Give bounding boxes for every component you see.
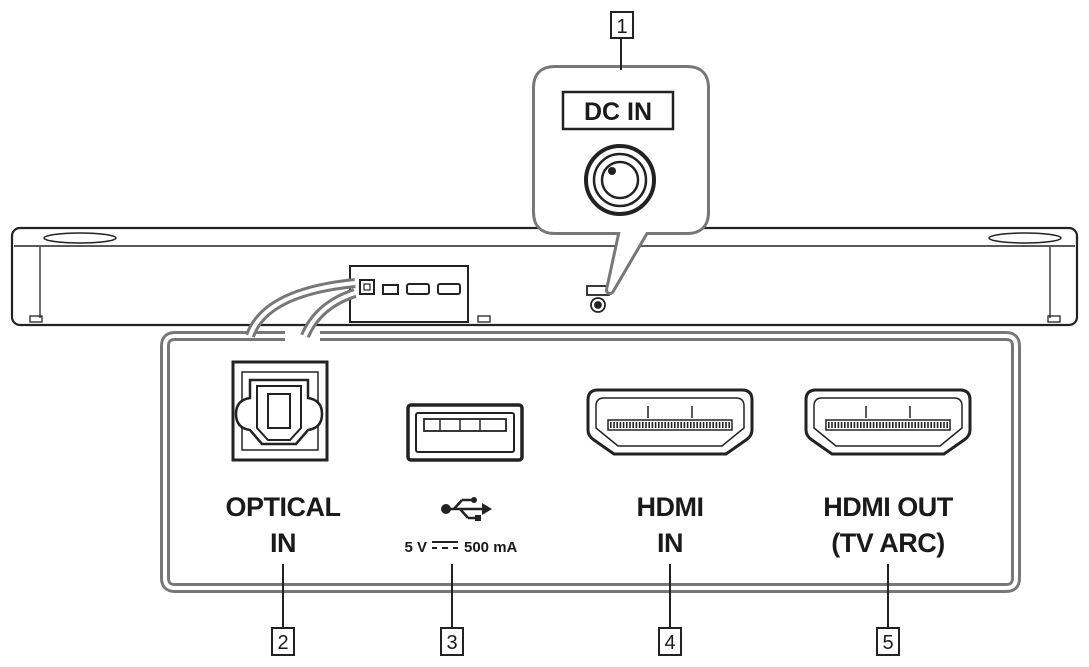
callout-number-3-box xyxy=(440,627,464,656)
dc-symbol-icon xyxy=(432,541,458,549)
dc-in-jack-icon xyxy=(584,144,656,216)
callout-number-5: 5 xyxy=(882,632,893,654)
dc-in-label: DC IN xyxy=(584,98,652,126)
dc-jack-small xyxy=(586,285,610,313)
hdmi-out-port-icon xyxy=(804,388,972,456)
hdmi-out-label-line1: HDMI OUT xyxy=(823,492,953,522)
callout-number-2-box xyxy=(271,627,295,656)
callout-number-5-box xyxy=(876,627,900,656)
callout-number-1: 1 xyxy=(616,16,627,38)
optical-port-icon xyxy=(231,360,329,462)
callout-number-2: 2 xyxy=(277,632,288,654)
connector-panel-small xyxy=(349,265,469,323)
optical-in-label-line2: IN xyxy=(270,528,296,558)
callout-number-4: 4 xyxy=(664,632,675,654)
optical-in-label-line1: OPTICAL xyxy=(226,492,341,522)
usb-spec-voltage: 5 V xyxy=(404,539,427,556)
hdmi-out-label-line2: (TV ARC) xyxy=(831,528,944,558)
usb-spec-current: 500 mA xyxy=(464,539,518,556)
connector-callout xyxy=(160,278,1021,593)
hdmi-in-label-line2: IN xyxy=(657,528,683,558)
callout-number-3: 3 xyxy=(446,632,457,654)
hdmi-in-label-line1: HDMI xyxy=(637,492,704,522)
soundbar-body xyxy=(10,226,1079,327)
usb-port-icon xyxy=(406,403,524,462)
hdmi-in-port-icon xyxy=(586,388,754,456)
usb-icon xyxy=(441,497,492,521)
callout-number-4-box xyxy=(658,627,682,656)
callout-number-1-box xyxy=(610,11,634,39)
dc-in-label-box xyxy=(561,90,675,131)
